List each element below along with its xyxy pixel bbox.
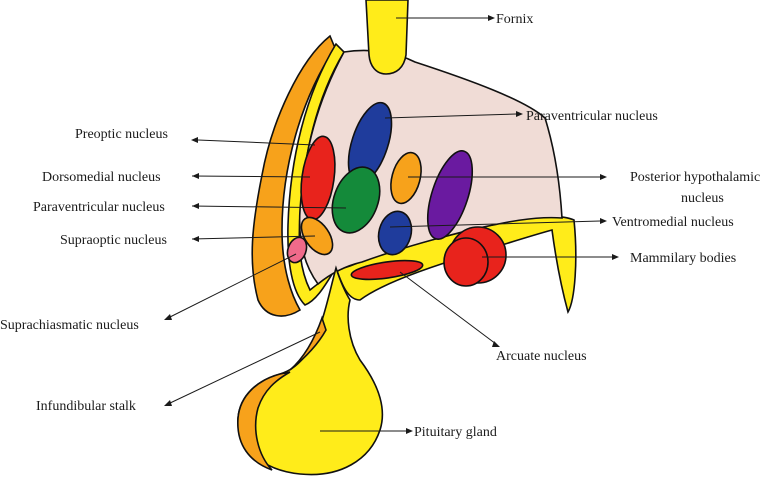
pointer-paraventricular-left: [191, 205, 347, 209]
pointer-infundibular: [167, 331, 321, 405]
label-paraventricular-top: Paraventricular nucleus: [526, 109, 658, 124]
orange-nucleus-mid: [390, 151, 422, 205]
label-arcuate: Arcuate nucleus: [496, 349, 587, 364]
label-infundibular: Infundibular stalk: [36, 399, 136, 414]
label-posterior-line1: Posterior hypothalamic: [630, 170, 760, 185]
arcuate-nucleus-red: [350, 259, 424, 281]
label-mammillary: Mammilary bodies: [630, 251, 736, 266]
label-paraventricular-left: Paraventricular nucleus: [33, 200, 165, 215]
arrowhead-mammillary: [612, 254, 619, 260]
pointer-suprachiasmatic: [167, 253, 297, 319]
mammillary-body-front: [443, 237, 489, 287]
pointer-ventromedial: [389, 220, 601, 228]
arrowhead-posterior: [600, 174, 607, 180]
arrowheads: [164, 15, 619, 434]
pointer-preoptic: [197, 139, 316, 146]
yellow-floor-band: [287, 42, 577, 315]
arrowhead-ventromedial: [600, 218, 607, 224]
pointer-arcuate: [399, 271, 497, 345]
supraoptic-nucleus-orange: [300, 216, 334, 256]
label-dorsomedial: Dorsomedial nucleus: [42, 170, 161, 185]
label-fornix: Fornix: [496, 12, 533, 27]
arrowhead-preoptic: [191, 137, 198, 143]
ventromedial-nucleus-blue: [377, 210, 413, 256]
label-posterior-line2: nucleus: [681, 191, 724, 206]
label-suprachiasmatic: Suprachiasmatic nucleus: [0, 318, 139, 333]
label-preoptic: Preoptic nucleus: [75, 127, 168, 142]
arrowhead-paraventricular-left: [192, 203, 199, 209]
arrowhead-suprachiasmatic: [164, 314, 172, 320]
pointer-paraventricular-top: [384, 113, 517, 119]
arrowhead-dorsomedial: [192, 173, 199, 179]
label-ventromedial: Ventromedial nucleus: [612, 215, 734, 230]
arrowhead-paraventricular-top: [516, 111, 523, 117]
pointer-dorsomedial: [191, 175, 311, 178]
fornix-shape: [365, 0, 409, 75]
posterior-hypothalamic-nucleus-purple: [426, 150, 474, 240]
arrowhead-infundibular: [164, 400, 172, 406]
arrowhead-supraoptic: [192, 236, 199, 242]
pituitary-orange-side: [237, 371, 291, 471]
arrowhead-arcuate: [492, 341, 500, 347]
label-supraoptic: Supraoptic nucleus: [60, 233, 167, 248]
label-pituitary: Pituitary gland: [414, 425, 497, 440]
arrowhead-fornix: [488, 15, 495, 21]
orange-outer-band: [251, 34, 336, 317]
green-nucleus: [331, 166, 381, 234]
pointer-supraoptic: [191, 235, 316, 240]
arrowhead-pituitary: [406, 428, 413, 434]
pointer-lines: [167, 17, 612, 432]
